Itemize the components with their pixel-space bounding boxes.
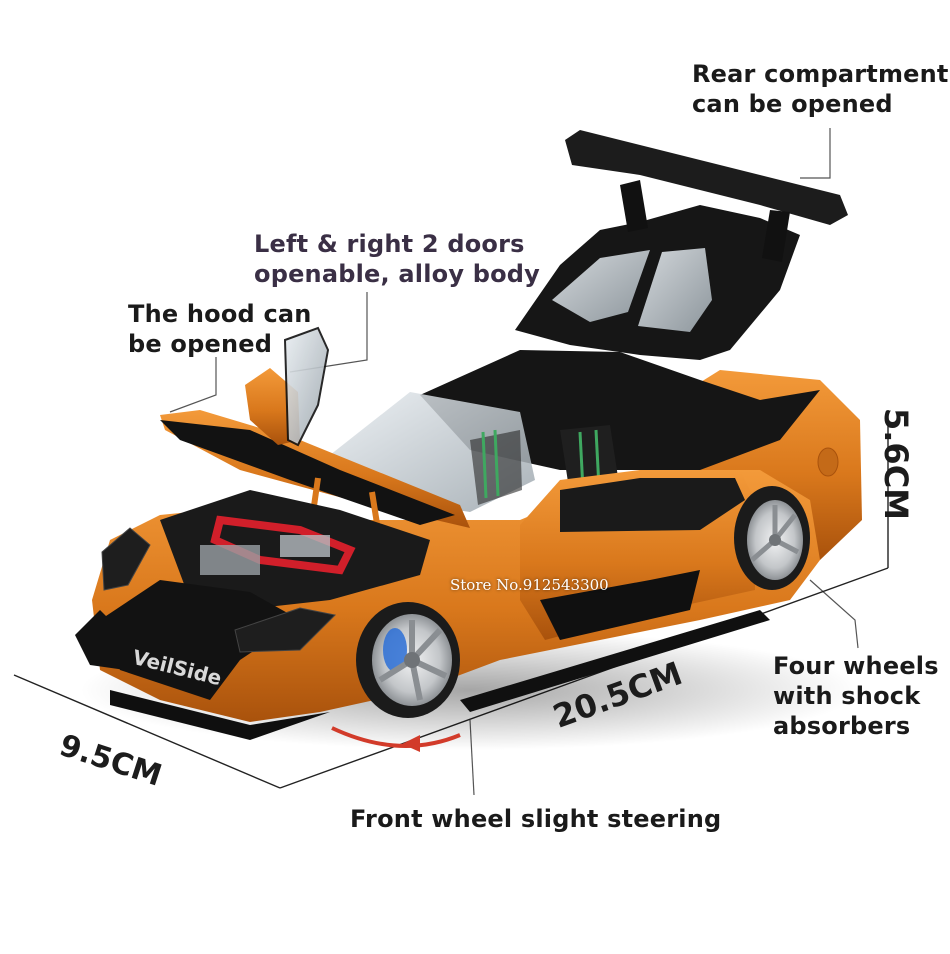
callout-steering: Front wheel slight steering bbox=[350, 805, 722, 833]
callout-hood: The hood can be opened bbox=[128, 300, 312, 358]
rear-wheel bbox=[734, 486, 810, 590]
front-wheel bbox=[356, 602, 460, 718]
headlight-left bbox=[101, 527, 151, 591]
rear-spoiler bbox=[515, 130, 848, 360]
headlight-right bbox=[234, 607, 337, 653]
dimension-height: 5.6CM bbox=[877, 408, 915, 521]
callout-doors: Left & right 2 doors openable, alloy bod… bbox=[254, 230, 541, 288]
front-bumper bbox=[100, 580, 300, 700]
store-watermark: Store No.912543300 bbox=[450, 576, 609, 594]
steering-arrow bbox=[331, 726, 461, 748]
callout-rear-compartment: Rear compartment can be opened bbox=[692, 60, 949, 118]
fuel-cap bbox=[817, 447, 839, 477]
callout-wheels: Four wheels with shock absorbers bbox=[773, 652, 939, 740]
